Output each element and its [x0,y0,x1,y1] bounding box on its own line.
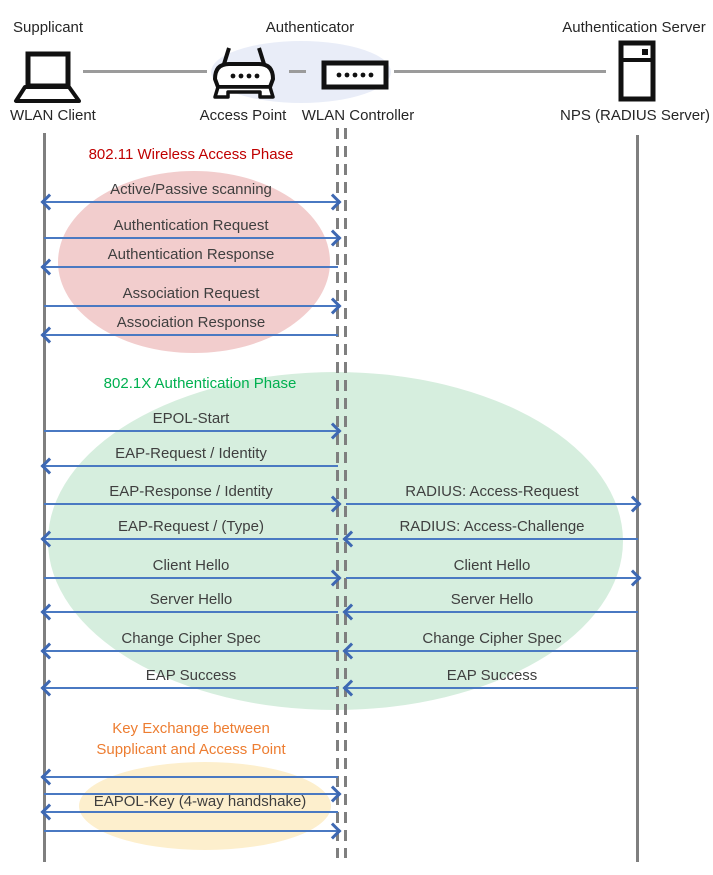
message-label: Change Cipher Spec [121,630,261,647]
message-arrow-right [346,495,642,513]
key-exchange-title-line2: Supplicant and Access Point [96,741,286,758]
message-label: RADIUS: Access-Challenge [399,518,585,535]
connector-controller-server [394,70,606,73]
message-label: EAP-Response / Identity [109,483,273,500]
message-label: Server Hello [149,591,233,608]
message-arrow-right [44,822,342,840]
connector-ap-controller [289,70,306,73]
message-arrow-left [40,258,338,276]
message-arrow-right [44,297,342,315]
controller-lifeline-dashed-1 [336,128,339,858]
node-wlan-client-label: WLAN Client [10,107,96,124]
message-row: EPOL-Start [44,406,342,440]
message-row: Active/Passive scanning [40,177,342,211]
message-arrow-left [40,603,338,621]
message-label: EAP Success [145,667,237,684]
laptop-icon [12,50,82,111]
message-label: Change Cipher Spec [422,630,562,647]
controller-lifeline-dashed-2 [344,128,347,858]
message-arrow-left [40,803,338,821]
phase-8021x-ellipse [48,372,623,710]
access-point-icon [211,45,277,108]
message-row: Client Hello [346,553,642,587]
message-arrow-left [40,457,338,475]
eapol-key-label: EAPOL-Key (4-way handshake) [93,793,307,810]
message-row: EAP-Response / Identity [44,479,342,513]
message-label: Server Hello [450,591,534,608]
message-row: RADIUS: Access-Challenge [342,514,638,548]
wlan-client-lifeline [43,133,46,862]
message-arrow-left [40,326,338,344]
message-label: Association Request [122,285,260,302]
message-row [40,752,338,786]
message-row: Client Hello [44,553,342,587]
message-arrow-right [44,495,342,513]
key-exchange-title-line1: Key Exchange between [112,720,270,737]
message-arrow-both [40,193,342,211]
phase-8021x-title: 802.1X Authentication Phase [103,375,297,392]
role-authenticator-label: Authenticator [265,19,355,36]
node-access-point-label: Access Point [199,107,287,124]
message-arrow-left [342,603,638,621]
message-row: Authentication Response [40,242,338,276]
message-label: Active/Passive scanning [110,181,272,198]
role-supplicant-label: Supplicant [13,19,84,36]
message-arrow-left [40,768,338,786]
message-arrow-right [346,569,642,587]
message-arrow-right [44,785,342,803]
node-nps-label: NPS (RADIUS Server) [560,107,711,124]
message-row [44,769,342,803]
message-arrow-right [44,422,342,440]
message-row: Change Cipher Spec [342,626,638,660]
server-lifeline [636,135,639,862]
node-wlan-controller-label: WLAN Controller [301,107,415,124]
message-row: EAP Success [40,663,338,697]
message-row: EAP-Request / Identity [40,441,338,475]
message-arrow-right [44,229,342,247]
message-label: RADIUS: Access-Request [405,483,579,500]
message-row: EAP Success [342,663,638,697]
message-label: Association Response [116,314,266,331]
message-arrow-right [44,569,342,587]
message-arrow-left [342,642,638,660]
message-row: Change Cipher Spec [40,626,338,660]
message-label: Authentication Response [107,246,275,263]
connector-client-ap [83,70,207,73]
message-row: EAP-Request / (Type) [40,514,338,548]
wlan-controller-icon [321,60,389,95]
message-label: EAP-Request / Identity [115,445,267,462]
server-icon [618,40,656,107]
message-arrow-left [40,530,338,548]
phase-80211-title: 802.11 Wireless Access Phase [88,146,294,163]
message-row: Authentication Request [44,213,342,247]
message-row: Association Response [40,310,338,344]
message-row: Association Request [44,281,342,315]
message-label: Client Hello [152,557,230,574]
message-row: RADIUS: Access-Request [346,479,642,513]
message-label: EPOL-Start [152,410,230,427]
message-row: Server Hello [342,587,638,621]
message-arrow-left [342,679,638,697]
message-label: Client Hello [453,557,531,574]
message-label: Authentication Request [113,217,269,234]
message-arrow-left [40,642,338,660]
message-label: EAP-Request / (Type) [118,518,264,535]
message-arrow-left [342,530,638,548]
arrowhead-right-icon [324,822,342,840]
message-arrow-left [40,679,338,697]
role-auth-server-label: Authentication Server [562,19,706,36]
message-row [44,806,342,840]
message-row [40,787,338,821]
message-row: Server Hello [40,587,338,621]
message-label: EAP Success [446,667,538,684]
